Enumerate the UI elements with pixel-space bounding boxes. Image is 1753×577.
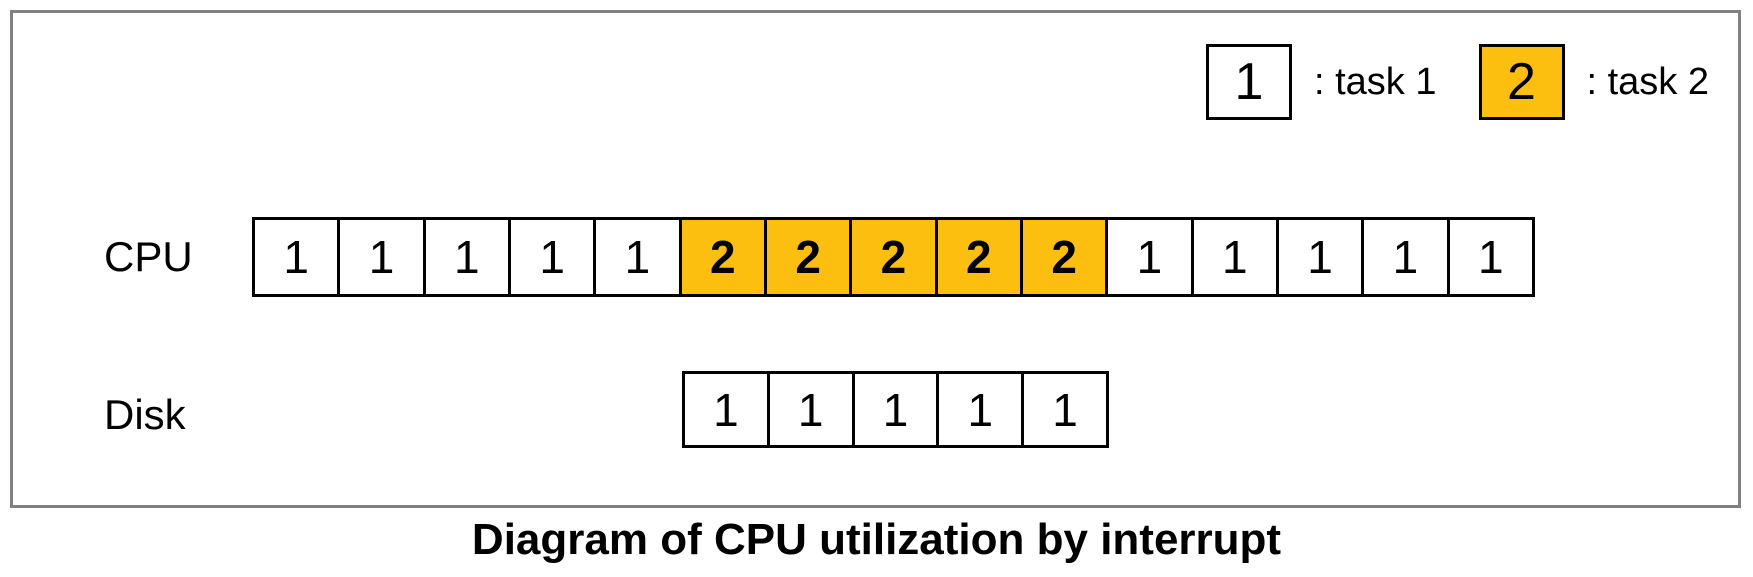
legend-task2-label: : task 2	[1586, 61, 1710, 103]
legend-task2-value: 2	[1507, 53, 1536, 111]
timeline-cell-task1: 1	[682, 371, 770, 448]
timeline-cell-task1: 1	[1021, 371, 1109, 448]
timeline-cell-task1: 1	[851, 371, 940, 448]
legend-task1-value: 1	[1234, 53, 1264, 111]
legend-task1-box: 1	[1206, 44, 1292, 120]
timeline-cell-task1: 1	[507, 217, 597, 297]
timeline-cell-task1: 1	[936, 371, 1025, 448]
timeline-cell-task1: 1	[1105, 217, 1194, 297]
cpu-row-label: CPU	[104, 233, 193, 280]
timeline-cell-task1: 1	[1446, 217, 1535, 297]
timeline-cell-task2: 2	[678, 217, 767, 297]
timeline-cell-task1: 1	[593, 217, 682, 297]
timeline-cell-task1: 1	[337, 217, 426, 297]
timeline-cell-task1: 1	[1361, 217, 1450, 297]
timeline-cell-task1: 1	[422, 217, 511, 297]
timeline-cell-task2: 2	[1019, 217, 1109, 297]
timeline-cell-task1: 1	[1190, 217, 1279, 297]
timeline-cell-task2: 2	[849, 217, 938, 297]
timeline-cell-task1: 1	[1275, 217, 1365, 297]
legend: 1 : task 1 2 : task 2	[1206, 44, 1709, 120]
timeline-cell-task2: 2	[934, 217, 1023, 297]
legend-task2-box: 2	[1478, 44, 1565, 120]
disk-row-label: Disk	[104, 391, 186, 438]
legend-task1-label: : task 1	[1314, 61, 1437, 103]
timeline-cell-task1: 1	[252, 217, 341, 297]
timeline-cell-task2: 2	[763, 217, 853, 297]
diagram-caption: Diagram of CPU utilization by interrupt	[471, 515, 1282, 564]
timeline-cell-task1: 1	[766, 371, 855, 448]
